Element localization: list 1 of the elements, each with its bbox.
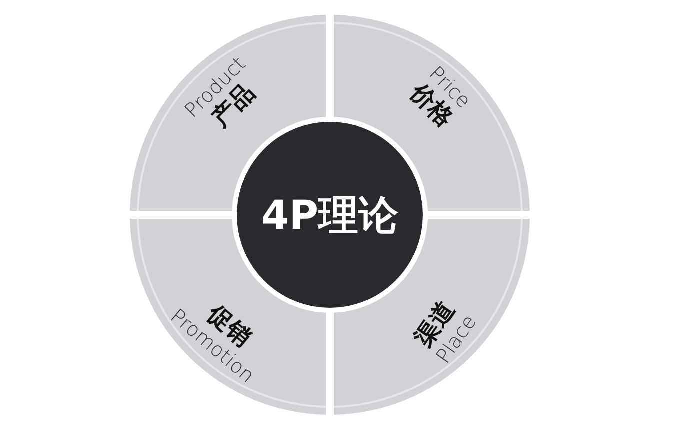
center-title: 4P理论 [261,192,399,240]
